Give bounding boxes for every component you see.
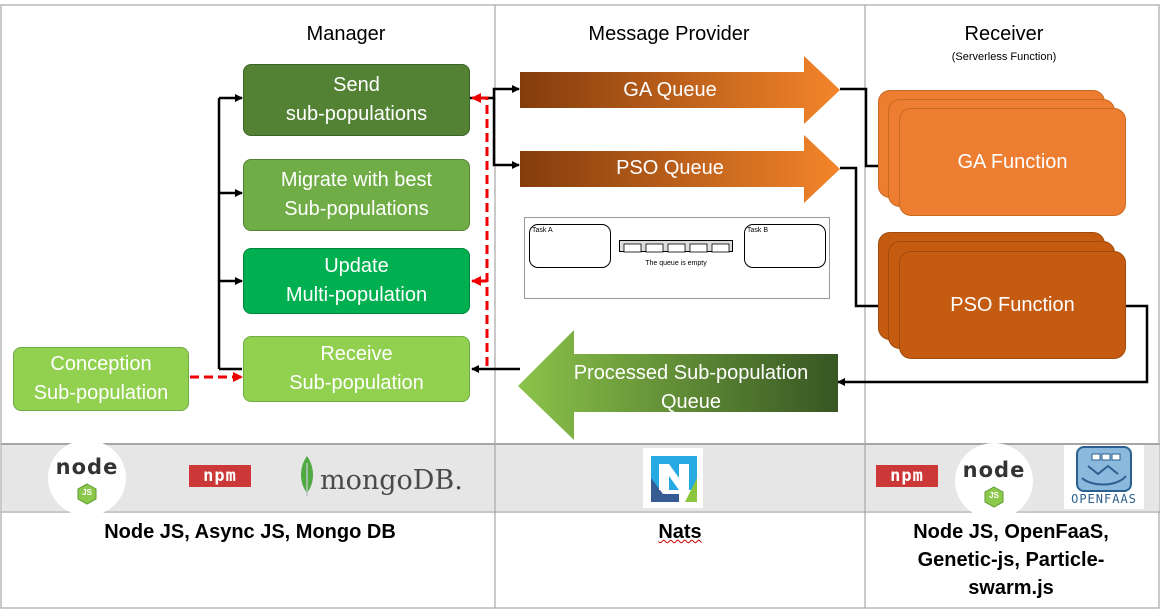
pso-function-label: PSO Function [950,293,1075,316]
nodejs-logo-receiver: node JS [955,443,1033,519]
update-line-1: Update [324,255,389,277]
send-line-2: sub-populations [285,103,428,125]
npm-logo-manager: npm [189,465,251,487]
queue-slot-cells [623,243,730,253]
receiver-tech-line-1: Node JS, OpenFaaS, [913,521,1109,543]
nodejs-hexagon-icon [77,483,97,505]
receiver-subtitle: (Serverless Function) [951,51,1057,63]
nodejs-logo-receiver-text: node [962,458,1026,482]
queue-illustration: Task A Task B The queue is empty [524,217,830,299]
queue-empty-label: The queue is empty [645,260,707,267]
conception-line-2: Sub-population [33,382,169,404]
nats-logo [643,448,703,508]
message-provider-title: Message Provider [588,23,750,45]
npm-logo-text: npm [203,466,237,486]
receiver-tech-line-2: Genetic-js, Particle- [917,549,1105,571]
provider-tech-label: Nats [600,518,760,546]
manager-title: Manager [306,23,386,45]
task-b-label: Task B [747,227,769,234]
queue-slots [619,240,733,253]
openfaas-logo-text: OPENFAAS [1071,492,1137,506]
pso-function-card: PSO Function [899,251,1126,359]
processed-line-1: Processed Sub-population [573,362,809,384]
send-subpopulations-box: Send sub-populations [243,64,470,136]
manager-tech-label: Node JS, Async JS, Mongo DB [104,521,396,543]
npm-logo-receiver: npm [876,465,938,487]
mongodb-leaf-icon [301,456,313,496]
ga-function-card: GA Function [899,108,1126,216]
task-a-label: Task A [532,227,553,234]
task-b-box: Task B [744,224,826,268]
migrate-line-1: Migrate with best [280,169,433,191]
nodejs-logo-text: node [55,455,119,479]
openfaas-logo: OPENFAAS [1064,445,1144,509]
pso-queue-label: PSO Queue [616,157,724,179]
processed-queue-arrow [518,330,838,440]
receive-line-1: Receive [320,343,393,365]
nats-label-text: Nats [658,521,702,543]
conception-line-1: Conception [50,353,152,375]
nodejs-receiver-hexagon-icon [984,486,1004,508]
openfaas-whale-icon [1076,446,1132,492]
mongodb-logo-text: mongoDB. [320,465,463,496]
nats-logo-icon [651,456,697,502]
receiver-tech-label: Node JS, OpenFaaS, Genetic-js, Particle-… [880,518,1142,602]
ga-queue-arrow [520,56,840,124]
processed-queue-label: Processed Sub-population Queue [558,359,824,417]
nodejs-logo-manager: node JS [48,440,126,516]
task-a-box: Task A [529,224,611,268]
receiver-tech-line-3: swarm.js [968,577,1054,599]
receive-line-2: Sub-population [289,372,424,394]
send-line-1: Send [333,74,380,96]
nodejs-js-label: JS [82,488,92,497]
ga-function-label: GA Function [957,150,1068,173]
nodejs-receiver-js-label: JS [989,491,999,500]
npm-logo-receiver-text: npm [890,466,924,486]
update-line-2: Multi-population [285,284,428,306]
ga-queue-label: GA Queue [623,79,717,101]
pso-queue-arrow [520,135,840,203]
processed-line-2: Queue [660,391,722,413]
receiver-title: Receiver [964,23,1044,45]
migrate-line-2: Sub-populations [284,198,429,220]
